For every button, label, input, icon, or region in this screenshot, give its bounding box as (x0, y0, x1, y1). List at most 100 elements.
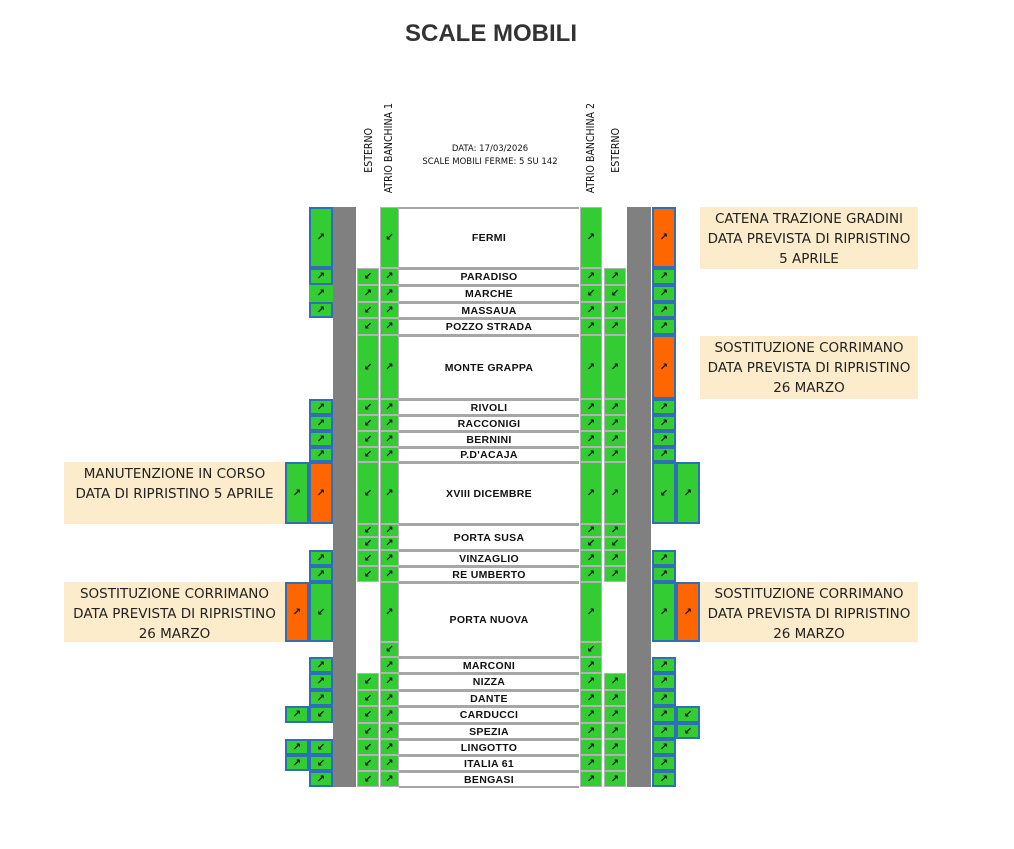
escalator-left-esterno: ↗ (309, 673, 333, 690)
escalator-atrio-1-b: ↗ (380, 335, 399, 399)
station-name: MONTE GRAPPA (444, 361, 534, 374)
arrow-up-right-icon: ↗ (385, 676, 394, 687)
escalator-atrio-2-b: ↗ (604, 550, 626, 566)
escalator-left-esterno: ↗ (309, 550, 333, 566)
escalator-atrio-1-b: ↗ (380, 723, 399, 739)
arrow-up-right-icon: ↗ (659, 709, 669, 720)
escalator-atrio-1-b: ↗ (380, 415, 399, 431)
arrow-up-right-icon: ↗ (385, 725, 394, 737)
escalator-atrio-1-a: ↙ (357, 739, 379, 755)
note-line: DATA PREVISTA DI RIPRISTINO (707, 606, 911, 622)
station-name: PORTA SUSA (453, 531, 525, 544)
station-row: LINGOTTO (399, 739, 579, 756)
escalator-atrio-2-b: ↗ (604, 739, 626, 755)
escalator-atrio-2-b: ↗ (604, 771, 626, 787)
escalator-atrio-2-b: ↗ (604, 268, 626, 285)
escalator-atrio-2-a: ↗ (580, 302, 602, 318)
note-line: SOSTITUZIONE CORRIMANO (79, 586, 270, 602)
arrow-up-right-icon: ↗ (316, 433, 326, 445)
arrow-down-left-icon: ↙ (363, 321, 373, 332)
column-label-right-esterno: ESTERNO (610, 128, 622, 173)
arrow-up-right-icon: ↗ (586, 741, 596, 753)
escalator-atrio-1-b: ↗ (380, 318, 399, 335)
escalator-atrio-2-a: ↗ (580, 415, 602, 431)
arrow-up-right-icon: ↗ (292, 606, 302, 618)
escalator-atrio-2-b: ↗ (604, 415, 626, 431)
arrow-down-left-icon: ↙ (363, 361, 373, 373)
arrow-up-right-icon: ↗ (385, 741, 394, 753)
arrow-up-right-icon: ↗ (610, 552, 620, 564)
arrow-up-right-icon: ↗ (659, 676, 669, 687)
arrow-up-right-icon: ↗ (385, 321, 394, 332)
escalator-atrio-2-a: ↗ (580, 524, 602, 537)
escalator-right-esterno: ↗ (652, 302, 676, 318)
arrow-up-right-icon: ↗ (586, 361, 596, 373)
escalator-atrio-2-a: ↗ (580, 755, 602, 771)
escalator-atrio-2-b: ↗ (604, 706, 626, 723)
arrow-up-right-icon: ↗ (659, 725, 669, 737)
station-name: DANTE (470, 692, 508, 705)
arrow-down-left-icon: ↙ (363, 487, 373, 499)
station-row: ITALIA 61 (399, 755, 579, 772)
arrow-up-right-icon: ↗ (363, 288, 373, 299)
escalator-left-esterno: ↗ (309, 415, 333, 431)
station-name: NIZZA (472, 676, 506, 688)
arrow-up-right-icon: ↗ (610, 568, 620, 580)
escalator-right-esterno: ↗ (652, 415, 676, 431)
escalator-atrio-1-a: ↙ (357, 447, 379, 462)
escalator-atrio-1-b: ↙ (380, 642, 399, 657)
arrow-up-right-icon: ↗ (610, 525, 620, 536)
arrow-down-left-icon: ↙ (363, 692, 373, 704)
escalator-atrio-2-b: ↗ (604, 524, 626, 537)
escalator-atrio-2-b: ↗ (604, 447, 626, 462)
arrow-up-right-icon: ↗ (586, 304, 596, 316)
escalator-right-esterno: ↗ (652, 771, 676, 787)
arrow-down-left-icon: ↙ (363, 304, 373, 316)
escalator-atrio-2-a: ↗ (580, 566, 602, 582)
arrow-up-right-icon: ↗ (586, 709, 596, 720)
arrow-up-right-icon: ↗ (385, 568, 394, 580)
note-line: 26 MARZO (773, 380, 845, 396)
escalator-atrio-2-b: ↙ (604, 537, 626, 550)
station-row: XVIII DICEMBRE (399, 462, 579, 525)
arrow-up-right-icon: ↗ (659, 417, 669, 429)
escalator-atrio-2-a: ↗ (580, 447, 602, 462)
escalator-right-esterno-outer: ↗ (676, 462, 700, 524)
arrow-down-left-icon: ↙ (385, 232, 394, 243)
arrow-down-left-icon: ↙ (363, 757, 373, 769)
escalator-atrio-1-b: ↗ (380, 690, 399, 706)
escalator-atrio-2-a: ↗ (580, 723, 602, 739)
arrow-up-right-icon: ↗ (683, 487, 693, 499)
arrow-up-right-icon: ↗ (316, 552, 326, 564)
station-row: PARADISO (399, 268, 579, 286)
station-row: PORTA SUSA (399, 524, 579, 551)
arrow-up-right-icon: ↗ (385, 709, 394, 720)
arrow-up-right-icon: ↗ (659, 361, 669, 373)
station-row: FERMI (399, 207, 579, 269)
escalator-right-esterno: ↗ (652, 706, 676, 723)
arrow-up-right-icon: ↗ (586, 401, 596, 413)
escalator-atrio-1-b: ↗ (380, 285, 399, 302)
arrow-down-left-icon: ↙ (316, 606, 326, 618)
arrow-down-left-icon: ↙ (316, 741, 326, 753)
escalator-left-esterno: ↗ (309, 207, 333, 268)
escalator-atrio-1-b: ↗ (380, 755, 399, 771)
arrow-up-right-icon: ↗ (610, 757, 620, 769)
station-name: POZZO STRADA (445, 321, 533, 333)
escalator-left-esterno: ↗ (309, 771, 333, 787)
arrow-down-left-icon: ↙ (363, 271, 373, 282)
note-line: MANUTENZIONE IN CORSO (83, 466, 266, 482)
arrow-down-left-icon: ↙ (363, 525, 373, 536)
escalator-atrio-2-a: ↗ (580, 399, 602, 415)
right-structure-bar (627, 207, 651, 787)
station-name: SPEZIA (469, 725, 509, 738)
escalator-atrio-1-b: ↗ (380, 771, 399, 787)
escalator-left-esterno: ↗ (309, 431, 333, 447)
escalator-atrio-1-a: ↙ (357, 690, 379, 706)
arrow-down-left-icon: ↙ (316, 709, 326, 720)
escalator-atrio-2-b: ↗ (604, 690, 626, 706)
escalator-atrio-1-a: ↙ (357, 706, 379, 723)
arrow-down-left-icon: ↙ (610, 538, 620, 549)
